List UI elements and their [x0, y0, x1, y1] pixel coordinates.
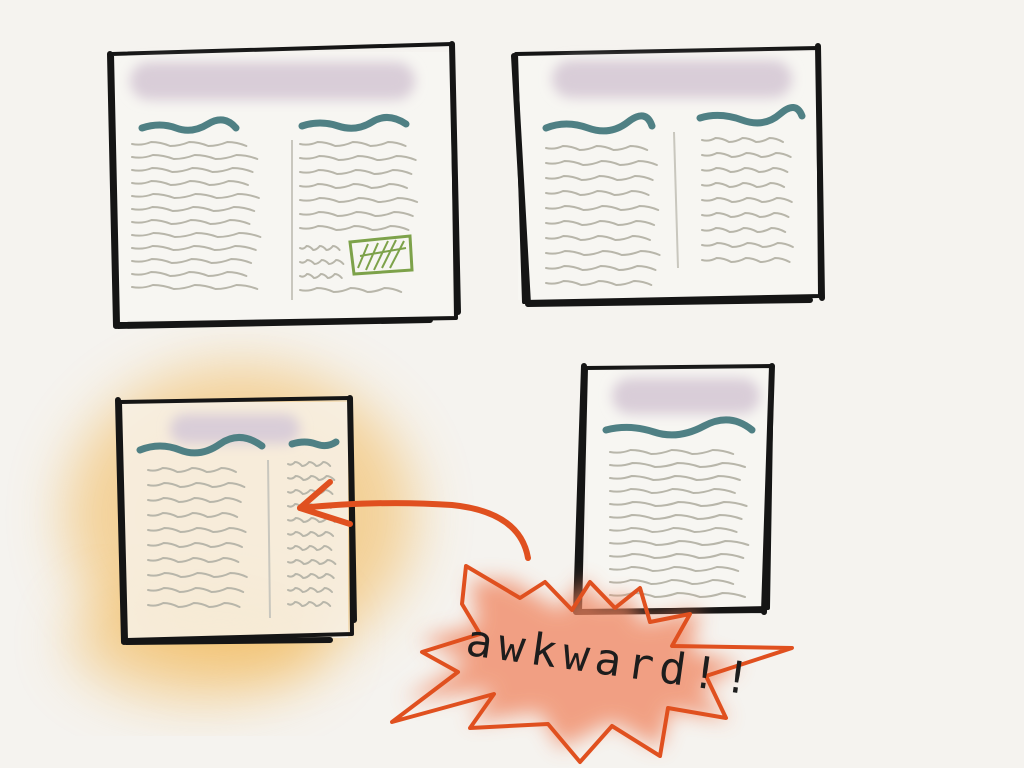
text-line [609, 500, 748, 508]
text-line [131, 231, 262, 239]
text-lines [545, 144, 661, 287]
page-title-blur [612, 378, 760, 414]
text-line [299, 258, 345, 266]
text-line [131, 218, 251, 226]
text-line [299, 182, 408, 190]
arrow-icon [297, 479, 531, 561]
text-line [609, 474, 741, 482]
text-line [299, 286, 403, 294]
text-line [701, 196, 793, 204]
text-line [131, 192, 260, 200]
text-lines [147, 466, 248, 609]
layout-portrait-two-column-awkward [115, 395, 357, 645]
text-line [701, 136, 784, 144]
burst-icon [390, 564, 794, 764]
text-line [287, 460, 332, 468]
text-line [701, 151, 792, 159]
text-line [609, 461, 746, 469]
text-line [131, 244, 257, 252]
text-line [147, 601, 241, 609]
text-line [609, 565, 740, 573]
text-line [131, 153, 259, 161]
text-line [609, 513, 743, 521]
text-line [147, 571, 248, 579]
text-line [147, 556, 240, 564]
text-line [609, 487, 736, 495]
text-lines [299, 286, 403, 294]
text-line [701, 241, 794, 249]
text-line [147, 526, 247, 534]
text-line [609, 578, 735, 586]
text-line [609, 539, 750, 547]
text-line [299, 140, 407, 148]
text-line [701, 211, 790, 219]
page-title-blur [552, 60, 792, 98]
text-line [147, 511, 239, 519]
text-line [131, 166, 254, 174]
text-line [147, 586, 245, 594]
text-line [545, 189, 650, 197]
text-line [299, 196, 419, 204]
text-line [545, 204, 660, 212]
text-line [147, 541, 243, 549]
text-line [545, 219, 656, 227]
text-line [147, 466, 237, 474]
text-line [545, 174, 654, 182]
text-line [287, 530, 335, 538]
text-line [131, 179, 249, 187]
image-placeholder [348, 234, 414, 276]
text-line [609, 448, 735, 456]
text-line [609, 526, 738, 534]
text-line [299, 244, 341, 252]
page-title-blur [130, 62, 415, 100]
text-line [131, 205, 256, 213]
text-line [545, 279, 653, 287]
text-line [701, 226, 787, 234]
page-title-blur [170, 414, 300, 444]
text-line [545, 249, 661, 257]
text-line [609, 552, 745, 560]
text-line [545, 159, 658, 167]
text-line [545, 264, 657, 272]
layout-portrait-single-column [573, 363, 775, 615]
text-lines [609, 448, 750, 599]
text-line [131, 257, 253, 265]
text-line [287, 600, 332, 608]
text-line [147, 481, 246, 489]
text-line [131, 283, 259, 291]
text-line [131, 270, 248, 278]
text-line [147, 496, 242, 504]
text-line [545, 234, 651, 242]
text-lines [299, 244, 345, 280]
text-line [287, 572, 335, 580]
text-line [701, 181, 786, 189]
text-line [701, 256, 791, 264]
text-line [299, 272, 343, 280]
layout-landscape-two-column-image [107, 41, 461, 329]
text-line [299, 210, 414, 218]
text-line [287, 474, 336, 482]
text-line [287, 558, 337, 566]
text-lines [131, 140, 262, 291]
text-line [701, 166, 789, 174]
text-line [299, 224, 410, 232]
text-line [131, 140, 248, 148]
text-line [545, 144, 649, 152]
text-line [299, 168, 413, 176]
text-lines [701, 136, 794, 264]
text-line [287, 544, 333, 552]
layout-landscape-two-column [511, 43, 825, 307]
text-line [287, 586, 333, 594]
text-lines [299, 140, 419, 232]
text-line [299, 154, 417, 162]
